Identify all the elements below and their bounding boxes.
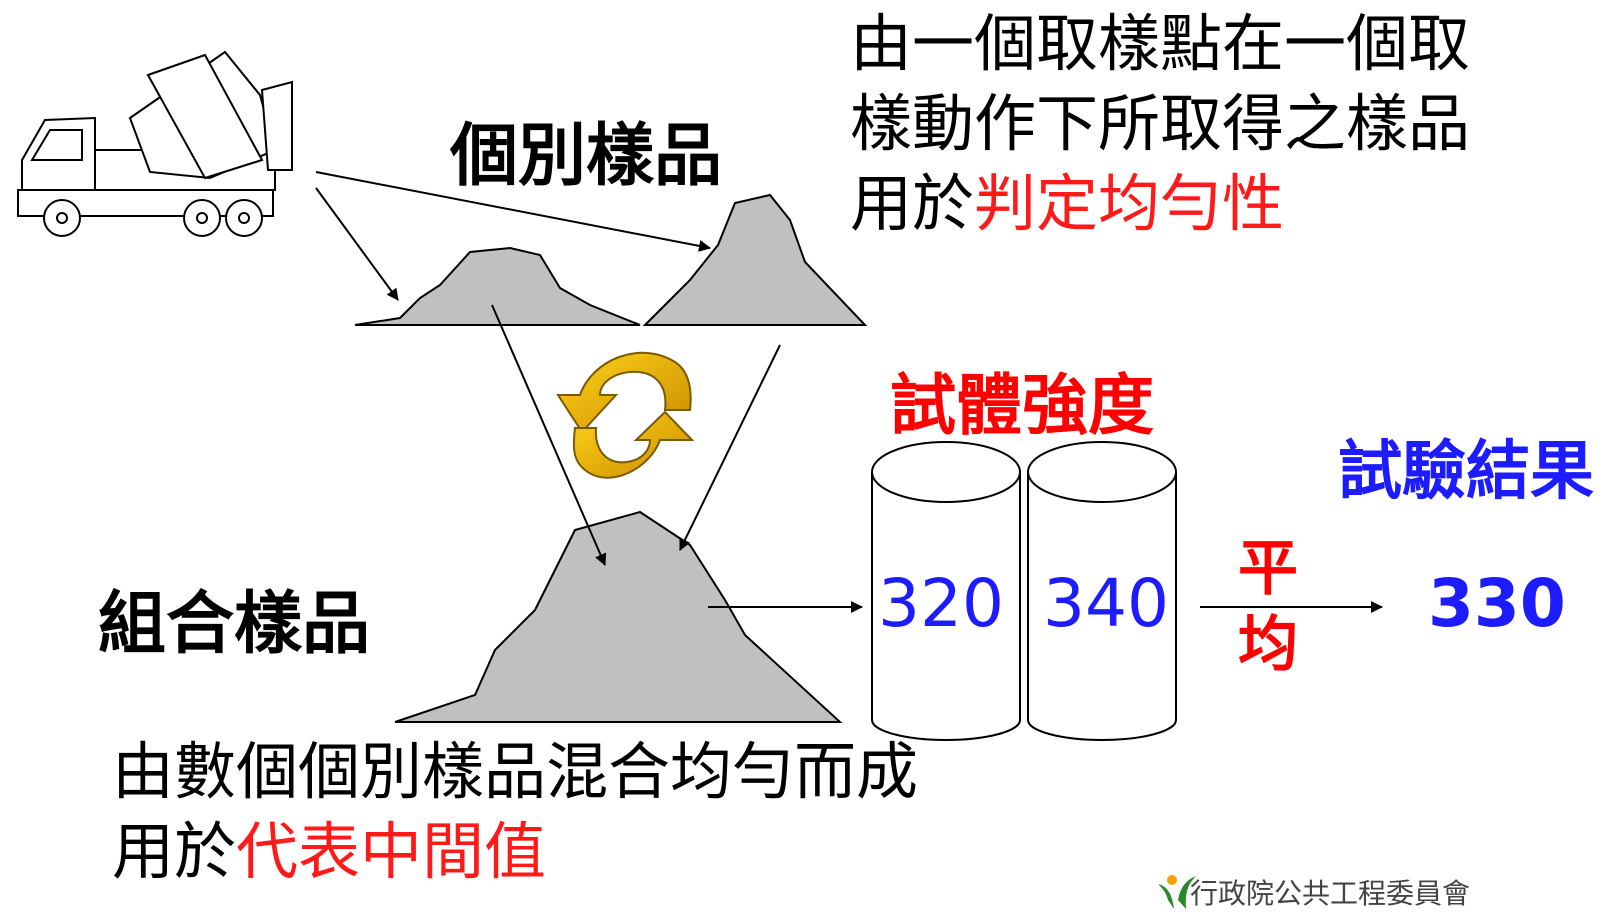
arrow-right-pile-to-composite <box>679 344 781 551</box>
concrete-mixer-truck-icon <box>17 50 293 237</box>
mixing-cycle-arrows-icon <box>556 351 695 479</box>
test-result-value: 330 <box>1428 565 1566 642</box>
individual-pile-left <box>354 246 641 326</box>
composite-desc-highlight: 代表中間值 <box>236 815 547 888</box>
composite-desc-line2: 用於代表中間值 <box>112 812 918 892</box>
agency-logo-text: 行政院公共工程委員會 <box>1190 877 1471 910</box>
individual-desc-line1: 由一個取樣點在一個取 <box>850 7 1471 80</box>
specimen-value-1: 320 <box>878 565 1004 642</box>
individual-desc-prefix: 用於 <box>850 167 975 240</box>
composite-sample-description: 由數個個別樣品混合均勻而成 用於代表中間值 <box>112 732 918 892</box>
individual-pile-right <box>642 193 868 326</box>
arrow-truck-to-right-pile <box>315 171 711 252</box>
individual-sample-label: 個別樣品 <box>450 117 723 196</box>
average-label-char2: 均 <box>1238 610 1298 680</box>
average-label-char1: 平 <box>1238 534 1298 604</box>
composite-sample-label: 組合樣品 <box>98 585 371 664</box>
arrow-left-pile-to-composite <box>491 304 607 566</box>
composite-pile <box>394 510 843 723</box>
individual-sample-description: 由一個取樣點在一個取 樣動作下所取得之樣品 用於判定均勻性 <box>850 4 1470 244</box>
arrow-truck-to-left-pile <box>315 187 399 301</box>
test-result-label: 試驗結果 <box>1338 435 1594 509</box>
composite-desc-line1: 由數個個別樣品混合均勻而成 <box>112 735 919 808</box>
individual-desc-highlight: 判定均勻性 <box>974 167 1285 240</box>
individual-desc-line2: 樣動作下所取得之樣品 <box>850 87 1471 160</box>
specimen-strength-label: 試體強度 <box>890 367 1154 444</box>
individual-desc-line3: 用於判定均勻性 <box>850 164 1470 244</box>
cylinder-specimen-icon <box>871 441 1177 741</box>
specimen-value-2: 340 <box>1043 565 1169 642</box>
agency-logo-mark <box>1158 875 1196 909</box>
composite-desc-prefix: 用於 <box>112 815 237 888</box>
